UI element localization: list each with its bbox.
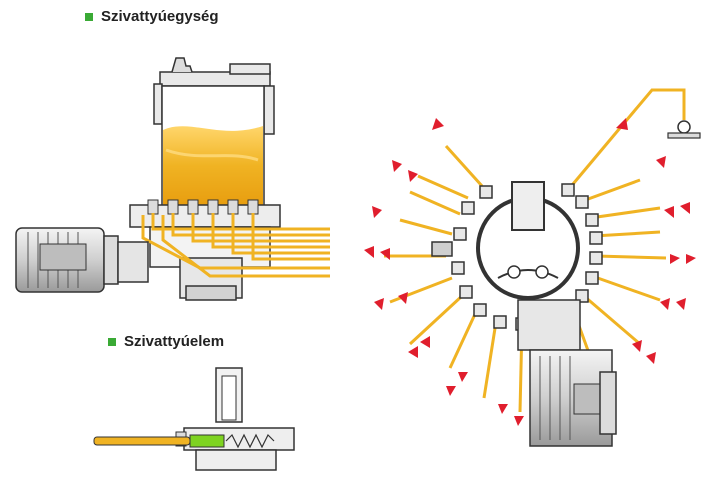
- pump-unit-heading: Szivattyúegység: [85, 8, 219, 25]
- pump-element-title: Szivattyúelem: [124, 333, 225, 350]
- piston: [189, 434, 225, 448]
- spring: [225, 433, 275, 449]
- green-square-icon: [85, 12, 93, 21]
- central-pump-body: [431, 181, 580, 300]
- pump-element-drawing: [93, 367, 295, 471]
- motor-housing: [517, 299, 617, 447]
- bearing-pipe: [618, 88, 686, 129]
- distribution-diagram: [364, 88, 701, 447]
- grease-fill: [163, 126, 263, 205]
- pump-element-block: [129, 199, 281, 301]
- pump-unit-drawing: [15, 57, 330, 301]
- outlet-lines: [141, 213, 330, 278]
- green-square-icon: [108, 337, 116, 346]
- pump-element-heading: Szivattyúelem: [108, 333, 224, 350]
- bearing-bracket-icon: [667, 120, 701, 139]
- inlet-fitting: [431, 241, 453, 257]
- electric-motor: [15, 227, 149, 293]
- red-triangle-arrow-icon: [364, 118, 696, 426]
- grease-reservoir: [161, 85, 265, 207]
- pump-unit-title: Szivattyúegység: [101, 8, 219, 25]
